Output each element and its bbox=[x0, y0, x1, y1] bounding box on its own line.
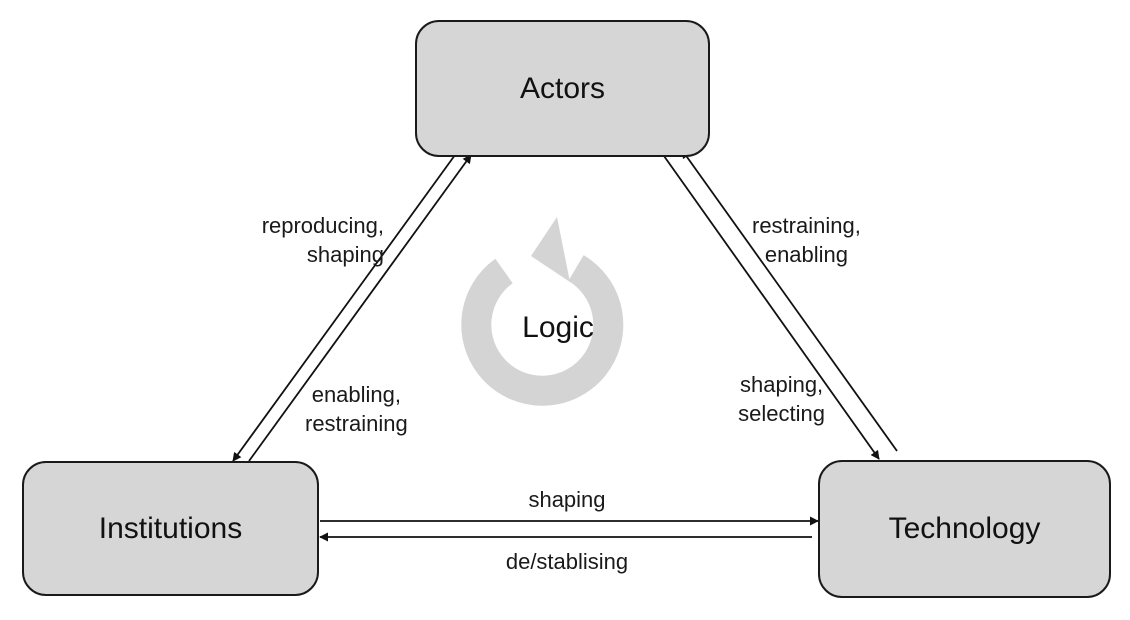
edge-label-line: selecting bbox=[738, 401, 825, 426]
edge-label-line: enabling bbox=[764, 242, 849, 267]
edge-label-line: restraining, bbox=[752, 213, 861, 238]
arrow-actors-to-technology bbox=[663, 155, 880, 460]
arrow-technology-to-actors bbox=[681, 149, 898, 452]
node-actors: Actors bbox=[415, 20, 710, 157]
node-technology: Technology bbox=[818, 460, 1111, 598]
node-institutions: Institutions bbox=[22, 461, 319, 596]
edge-label-line: shaping bbox=[306, 242, 384, 267]
edge-label-line: reproducing, bbox=[261, 213, 384, 238]
edge-label-actors-to-institutions: reproducing, shaping bbox=[262, 211, 384, 269]
node-actors-label: Actors bbox=[519, 71, 606, 105]
edge-label-technology-to-actors: shaping, selecting bbox=[738, 370, 825, 428]
edge-label-actors-to-technology: restraining, enabling bbox=[752, 211, 861, 269]
circular-arrow-icon bbox=[461, 217, 624, 406]
edge-label-line: restraining bbox=[305, 411, 408, 436]
node-technology-label: Technology bbox=[888, 512, 1041, 545]
edge-label-technology-to-institutions: de/stablising bbox=[505, 549, 629, 574]
node-institutions-label: Institutions bbox=[98, 511, 243, 545]
arrow-actors-to-institutions bbox=[232, 154, 456, 462]
edge-label-line: enabling, bbox=[311, 382, 402, 407]
edge-label-institutions-to-actors: enabling, restraining bbox=[305, 380, 408, 438]
arrow-institutions-to-actors bbox=[248, 154, 472, 462]
edge-label-line: shaping, bbox=[739, 372, 824, 397]
edge-label-institutions-to-technology: shaping bbox=[528, 487, 606, 512]
logic-label: Logic bbox=[522, 311, 594, 344]
